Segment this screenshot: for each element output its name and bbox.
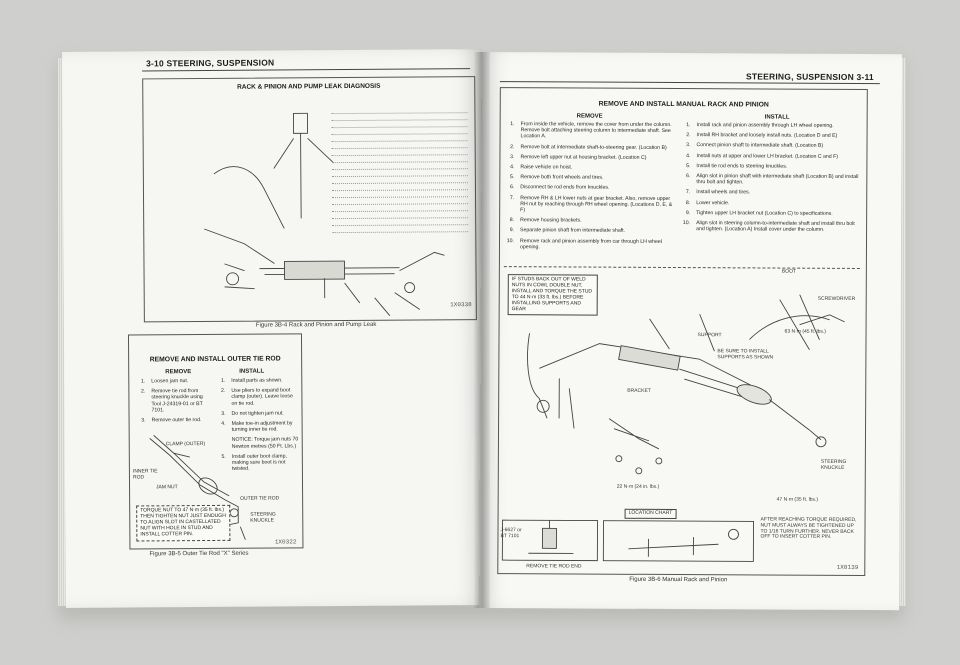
header-rule (142, 68, 471, 72)
label-after-torque: AFTER REACHING TORQUE REQUIRED, NUT MUST… (760, 516, 857, 541)
left-page-header: 3-10 STEERING, SUSPENSION (146, 57, 275, 69)
label-remove-tie-rod-end: REMOVE TIE ROD END (526, 563, 582, 570)
label-be-sure: BE SURE TO INSTALL SUPPORTS AS SHOWN (717, 348, 774, 361)
label-location-chart: LOCATION CHART (624, 508, 677, 519)
leak-diagnosis-steps (331, 109, 469, 239)
label-tool: J-6627 or BT 7101 (500, 527, 522, 539)
outer-tie-rod-illustration (149, 435, 246, 540)
stud-note-box: IF STUDS BACK OUT OF WELD NUTS IN COWL D… (507, 274, 598, 317)
label-steering-knuckle-right: STEERING KNUCKLE (820, 458, 847, 471)
label-screwdriver: SCREWDRIVER (817, 295, 856, 302)
tie-rod-figure-caption: Figure 3B-5 Outer Tie Rod "X" Series (149, 550, 249, 558)
label-outer-tie-rod: OUTER TIE ROD (240, 495, 280, 502)
label-torque-22: 22 N·m (24 in. lbs.) (616, 483, 660, 490)
label-steering-knuckle: STEERING KNUCKLE (250, 511, 276, 524)
label-inner-tie-rod: INNER TIE ROD (132, 468, 158, 481)
label-support: SUPPORT (697, 332, 722, 339)
rack-pinion-leak-illustration (204, 112, 445, 317)
label-bracket: BRACKET (627, 387, 651, 394)
page-edges-right (898, 58, 906, 606)
rack-figure-caption: Figure 3B-6 Manual Rack and Pinion (629, 576, 728, 584)
rack-figure-code: 1X0139 (836, 563, 859, 571)
label-clamp-outer: CLAMP (OUTER) (165, 441, 206, 448)
leak-figure-caption: Figure 3B-4 Rack and Pinion and Pump Lea… (255, 321, 377, 329)
book-gutter (474, 52, 490, 608)
leak-figure-code: 1X0338 (450, 301, 472, 309)
leak-diagnosis-figure: RACK & PINION AND PUMP LEAK DIAGNOSIS (142, 76, 477, 323)
outer-tie-rod-figure: REMOVE AND INSTALL OUTER TIE ROD REMOVE … (127, 333, 304, 550)
page-edges-left (58, 58, 66, 606)
label-jam-nut: JAM NUT (156, 484, 178, 491)
rack-pinion-illustration (501, 294, 845, 562)
right-page-header: STEERING, SUSPENSION 3-11 (746, 71, 874, 83)
manual-rack-figure: REMOVE AND INSTALL MANUAL RACK AND PINIO… (497, 87, 868, 577)
label-boot: BOOT (781, 268, 797, 275)
label-torque-63: 63 N·m (45 ft. lbs.) (784, 328, 826, 335)
left-page: 3-10 STEERING, SUSPENSION RACK & PINION … (62, 49, 486, 608)
right-page: STEERING, SUSPENSION 3-11 REMOVE AND INS… (479, 52, 902, 611)
label-torque-47: 47 N·m (35 ft. lbs.) (776, 496, 819, 503)
torque-note-box: TORQUE NUT TO 47 N·m (35 ft. lbs.) THEN … (136, 504, 231, 542)
tie-rod-figure-code: 1X0322 (274, 538, 297, 546)
